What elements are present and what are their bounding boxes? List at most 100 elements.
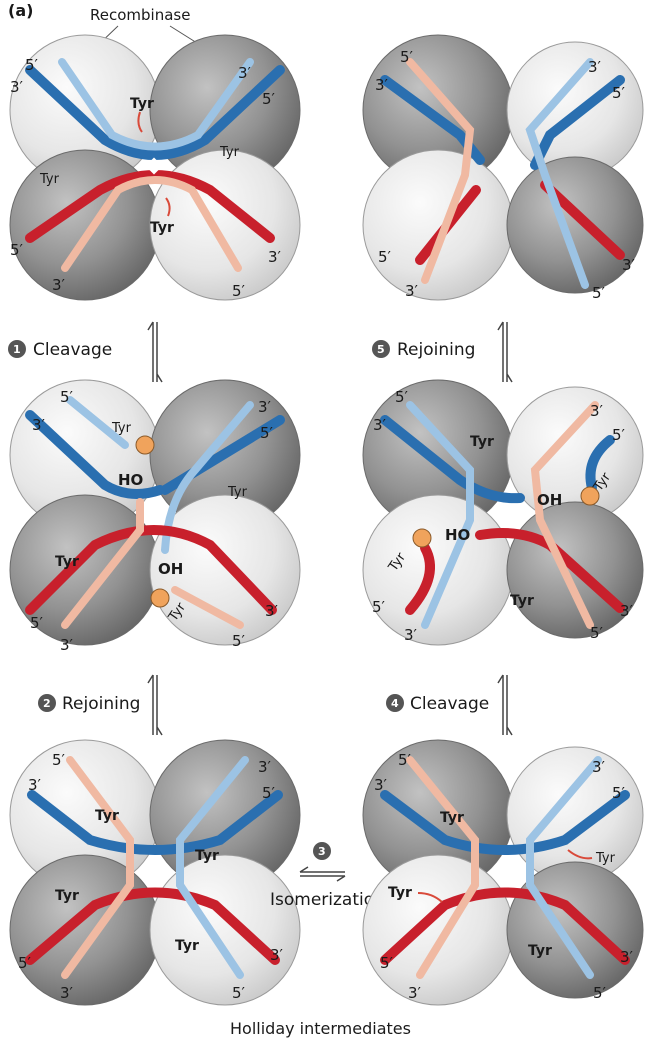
- complex-4: Tyr Tyr Tyr Tyr 5′ 3′ 3′ 5′ 5′ 3′ 3′ 5′: [363, 740, 643, 1005]
- five-prime-label: 5′: [592, 284, 606, 302]
- five-prime-label: 5′: [590, 624, 604, 642]
- three-prime-label: 3′: [265, 602, 279, 620]
- tyr-label: Tyr: [111, 421, 132, 436]
- junction-center: [496, 863, 513, 880]
- panel-label: (a): [8, 1, 33, 20]
- bottom-caption: Holliday intermediates: [230, 1019, 411, 1038]
- tyr-label: Tyr: [227, 485, 248, 500]
- tyr-label: Tyr: [55, 888, 79, 904]
- five-prime-label: 5′: [260, 424, 274, 442]
- five-prime-label: 5′: [612, 784, 626, 802]
- five-prime-label: 5′: [612, 84, 626, 102]
- svg-text:5: 5: [377, 343, 385, 356]
- equilibrium-arrow: [148, 675, 162, 735]
- three-prime-label: 3′: [620, 602, 634, 620]
- three-prime-label: 3′: [590, 402, 604, 420]
- five-prime-label: 5′: [18, 954, 32, 972]
- complex-5: Tyr Tyr OH HO Tyr Tyr 5′ 3′ 3′ 5′ 5′ 3′ …: [363, 380, 643, 645]
- three-prime-label: 3′: [373, 416, 387, 434]
- junction-center: [146, 503, 163, 520]
- three-prime-label: 3′: [28, 776, 42, 794]
- five-prime-label: 5′: [232, 282, 246, 300]
- step-2: 2 Rejoining: [38, 675, 162, 735]
- tyr-label: Tyr: [195, 848, 219, 864]
- five-prime-label: 5′: [380, 954, 394, 972]
- five-prime-label: 5′: [232, 984, 246, 1002]
- five-prime-label: 5′: [400, 48, 414, 66]
- phosphotyrosine-icon: [136, 436, 154, 454]
- five-prime-label: 5′: [593, 984, 607, 1002]
- three-prime-label: 3′: [592, 758, 606, 776]
- five-prime-label: 5′: [60, 388, 74, 406]
- five-prime-label: 5′: [262, 784, 276, 802]
- svg-text:4: 4: [391, 697, 399, 710]
- complex-2: Tyr Tyr HO OH Tyr Tyr 5′ 3′ 3′ 5′ 5′ 3′ …: [10, 380, 300, 654]
- five-prime-label: 5′: [25, 56, 39, 74]
- five-prime-label: 5′: [262, 90, 276, 108]
- equilibrium-arrow: [498, 675, 512, 735]
- three-prime-label: 3′: [32, 416, 46, 434]
- three-prime-label: 3′: [588, 58, 602, 76]
- recombinase-subunit: [363, 855, 513, 1005]
- tyr-label: Tyr: [388, 885, 412, 901]
- three-prime-label: 3′: [258, 758, 272, 776]
- three-prime-label: 3′: [270, 946, 284, 964]
- three-prime-label: 3′: [622, 256, 636, 274]
- five-prime-label: 5′: [612, 426, 626, 444]
- five-prime-label: 5′: [10, 241, 24, 259]
- recombinase-subunit: [10, 855, 160, 1005]
- equilibrium-arrow: [300, 867, 345, 881]
- recombinase-label: Recombinase: [90, 6, 190, 24]
- svg-text:3: 3: [318, 845, 326, 858]
- step-label: Rejoining: [62, 694, 140, 714]
- five-prime-label: 5′: [398, 751, 412, 769]
- five-prime-label: 5′: [30, 614, 44, 632]
- tyr-label: Tyr: [528, 943, 552, 959]
- three-prime-label: 3′: [405, 282, 419, 300]
- three-prime-label: 3′: [620, 948, 634, 966]
- tyr-label: Tyr: [55, 554, 79, 570]
- tyr-label: Tyr: [39, 172, 60, 187]
- three-prime-label: 3′: [52, 276, 66, 294]
- oh-label: OH: [537, 491, 562, 509]
- svg-text:1: 1: [13, 343, 21, 356]
- three-prime-label: 3′: [238, 64, 252, 82]
- step-5: 5 Rejoining: [372, 322, 512, 382]
- junction-center: [146, 863, 163, 880]
- step-4: 4 Cleavage: [386, 675, 512, 735]
- step-label: Cleavage: [410, 694, 489, 714]
- junction-center: [496, 158, 513, 175]
- tyr-label: Tyr: [95, 808, 119, 824]
- svg-text:2: 2: [43, 697, 51, 710]
- three-prime-label: 3′: [374, 776, 388, 794]
- tyr-label: Tyr: [440, 810, 464, 826]
- complex-3: Tyr Tyr Tyr Tyr 5′ 3′ 3′ 5′ 5′ 3′ 3′ 5′: [10, 740, 300, 1005]
- phosphotyrosine-icon: [413, 529, 431, 547]
- tyr-label: Tyr: [130, 96, 154, 112]
- equilibrium-arrow: [148, 322, 162, 382]
- complex-1: Tyr Tyr Tyr Tyr 5′ 3′ 3′ 5′ 5′ 3′ 3′ 5′: [10, 35, 300, 300]
- five-prime-label: 5′: [52, 751, 66, 769]
- three-prime-label: 3′: [375, 76, 389, 94]
- oh-label: OH: [158, 560, 183, 578]
- tyr-label: Tyr: [150, 220, 174, 236]
- step-label: Cleavage: [33, 340, 112, 360]
- complex-6: 5′ 3′ 3′ 5′ 5′ 3′ 3′ 5′: [363, 35, 643, 302]
- five-prime-label: 5′: [378, 248, 392, 266]
- recombinase-subunit: [363, 495, 513, 645]
- ho-label: HO: [118, 471, 143, 489]
- tyr-label: Tyr: [470, 434, 494, 450]
- tyr-label: Tyr: [510, 593, 534, 609]
- ho-label: HO: [445, 526, 470, 544]
- three-prime-label: 3′: [408, 984, 422, 1002]
- five-prime-label: 5′: [232, 632, 246, 650]
- three-prime-label: 3′: [258, 398, 272, 416]
- three-prime-label: 3′: [10, 78, 24, 96]
- step-label: Rejoining: [397, 340, 475, 360]
- three-prime-label: 3′: [60, 636, 74, 654]
- tyr-label: Tyr: [595, 851, 616, 866]
- three-prime-label: 3′: [268, 248, 282, 266]
- tyr-label: Tyr: [175, 938, 199, 954]
- five-prime-label: 5′: [395, 388, 409, 406]
